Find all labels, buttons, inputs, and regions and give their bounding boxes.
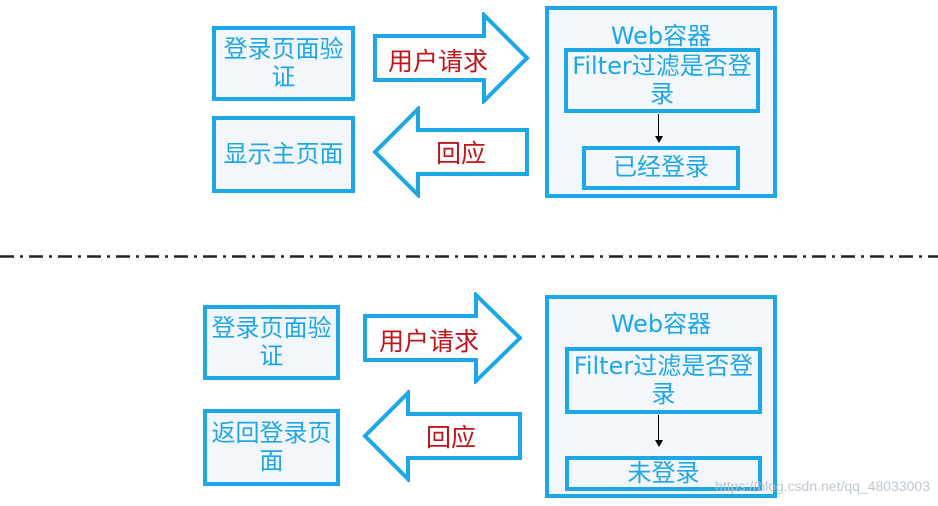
- bottom-response-arrow: [362, 390, 522, 482]
- top-login-label: 登录页面验证: [223, 34, 344, 91]
- bottom-request-arrow: [363, 292, 523, 384]
- top-request-label: 用户请求: [388, 47, 489, 76]
- top-response-target-label: 显示主页面: [223, 139, 344, 168]
- bottom-response-target-label: 返回登录页面: [211, 418, 332, 475]
- top-response-arrow: [372, 106, 529, 198]
- top-filter-box: Filter过滤是否登录: [564, 48, 760, 113]
- top-response-target-box: 显示主页面: [212, 116, 355, 193]
- bottom-response-label: 回应: [426, 423, 477, 452]
- section-divider: [0, 255, 938, 258]
- top-request-arrow: [373, 12, 530, 104]
- bottom-result-label: 未登录: [627, 458, 700, 487]
- top-login-box: 登录页面验证: [212, 26, 355, 101]
- bottom-login-label: 登录页面验证: [211, 313, 332, 370]
- top-response-label: 回应: [436, 139, 487, 168]
- top-container-title: Web容器: [610, 22, 712, 50]
- bottom-response-target-box: 返回登录页面: [203, 409, 340, 486]
- top-result-label: 已经登录: [613, 153, 709, 182]
- top-connector-line: [658, 114, 659, 136]
- bottom-filter-box: Filter过滤是否登录: [565, 347, 762, 414]
- bottom-request-label: 用户请求: [379, 327, 480, 356]
- top-filter-label: Filter过滤是否登录: [572, 51, 752, 108]
- watermark-text: https://blog.csdn.net/qq_48033003: [715, 478, 930, 494]
- bottom-filter-label: Filter过滤是否登录: [573, 351, 754, 408]
- bottom-login-box: 登录页面验证: [203, 305, 340, 380]
- top-result-box: 已经登录: [582, 146, 740, 190]
- bottom-connector-arrowhead: [655, 440, 663, 447]
- top-connector-arrowhead: [655, 136, 663, 143]
- bottom-connector-line: [658, 415, 659, 440]
- bottom-result-box: 未登录: [565, 456, 762, 491]
- bottom-container-title: Web容器: [610, 310, 712, 338]
